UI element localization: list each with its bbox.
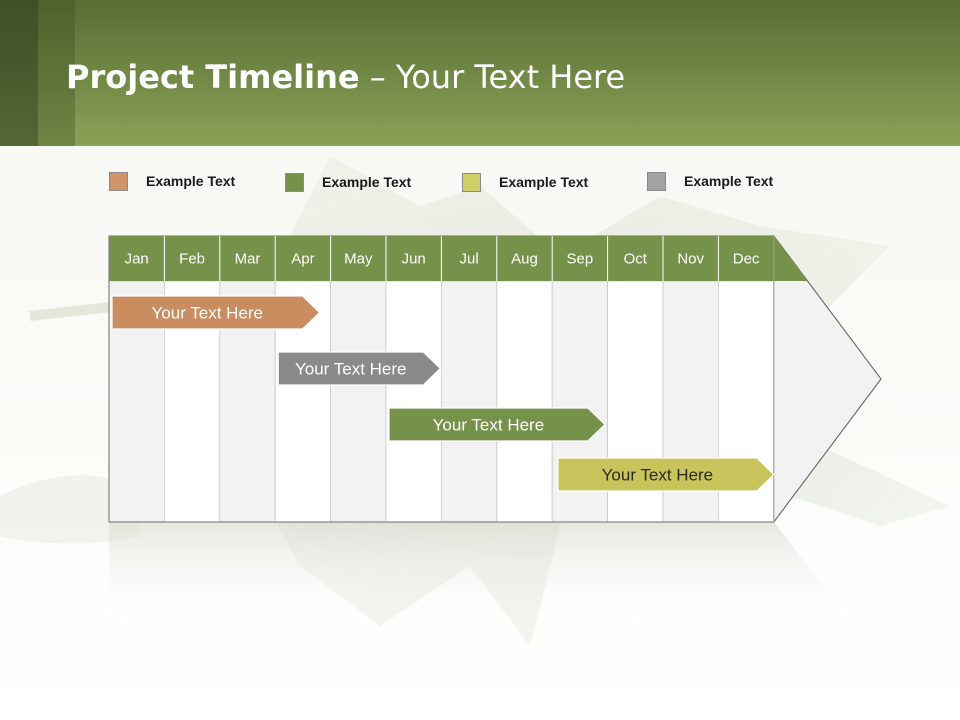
timeline-column-jul [440, 280, 498, 523]
timeline-column-jun [385, 280, 442, 523]
timeline-column-aug [496, 280, 553, 523]
legend-label-1: Example Text [146, 173, 236, 189]
month-label-nov: Nov [677, 251, 704, 268]
title-banner: Project Timeline – Your Text Here [0, 0, 960, 146]
month-label-dec: Dec [733, 251, 760, 268]
banner-accent-mid [38, 0, 75, 146]
title-bold-text: Project Timeline [66, 58, 360, 96]
legend-swatch-3 [462, 172, 481, 192]
legend-item-1: Example Text [109, 170, 235, 192]
month-label-aug: Aug [511, 251, 538, 268]
task-bar-2: Your Text Here [277, 351, 442, 386]
timeline-column-may [330, 280, 387, 523]
task-arrow-shape-2 [277, 351, 442, 386]
month-label-jul: Jul [460, 251, 479, 268]
task-arrow-shape-4 [557, 457, 775, 492]
task-arrow-shape-1 [111, 295, 321, 330]
legend-item-3: Example Text [462, 171, 588, 193]
task-label-3: Your Text Here [433, 416, 545, 435]
month-label-apr: Apr [291, 251, 314, 268]
month-label-may: May [344, 251, 373, 268]
task-label-4: Your Text Here [602, 466, 714, 485]
month-label-mar: Mar [235, 251, 261, 268]
task-label-2: Your Text Here [295, 360, 407, 379]
task-label-1: Your Text Here [152, 304, 264, 323]
month-label-jan: Jan [125, 251, 149, 268]
month-header-band [109, 236, 808, 281]
legend-label-4: Example Text [684, 173, 774, 189]
legend-label-3: Example Text [499, 174, 589, 190]
month-label-sep: Sep [567, 251, 594, 268]
legend-item-4: Example Text [647, 170, 773, 192]
task-arrow-shape-3 [388, 407, 606, 442]
legend-swatch-1 [109, 171, 128, 191]
legend-item-2: Example Text [285, 171, 411, 193]
legend-swatch-2 [285, 172, 304, 192]
banner-accent-dark [0, 0, 38, 146]
month-label-feb: Feb [179, 251, 205, 268]
legend-label-2: Example Text [322, 174, 412, 190]
month-label-oct: Oct [624, 251, 648, 268]
month-label-jun: Jun [402, 251, 426, 268]
legend-swatch-4 [647, 171, 666, 191]
task-bar-3: Your Text Here [388, 407, 606, 442]
timeline-reflection [109, 522, 851, 622]
slide-title: Project Timeline – Your Text Here [66, 58, 625, 96]
task-bar-4: Your Text Here [557, 457, 775, 492]
task-bar-1: Your Text Here [111, 295, 321, 330]
title-rest-text: – Your Text Here [359, 58, 626, 96]
